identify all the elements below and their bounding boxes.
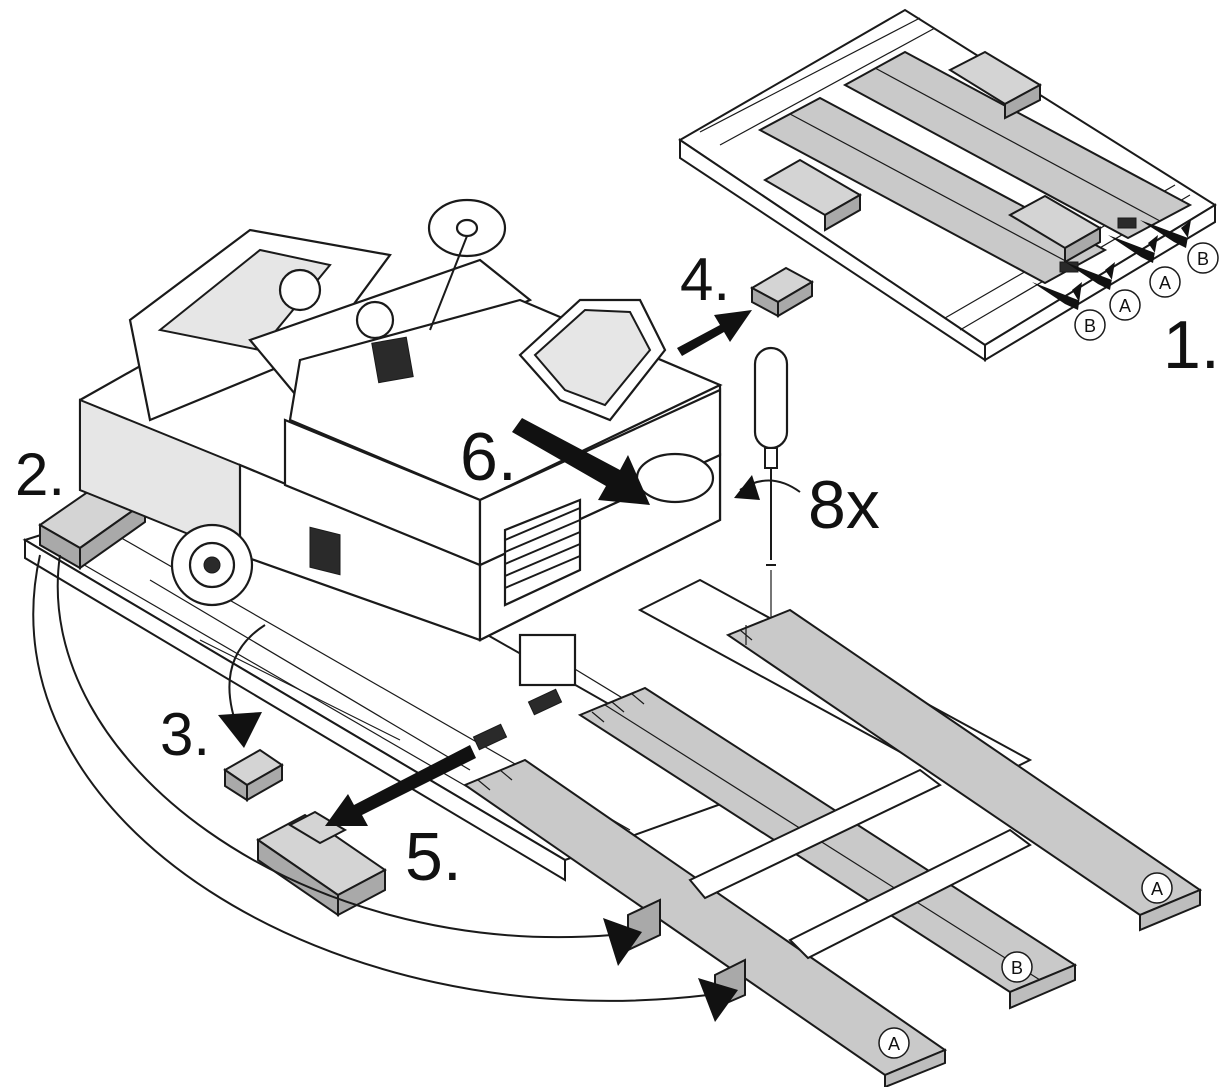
step-6-label: 6. <box>460 419 517 495</box>
block-step-4 <box>749 266 815 318</box>
screwdriver-icon <box>753 346 789 620</box>
step-6-arrow <box>512 418 650 505</box>
pull-arrows <box>1032 220 1191 310</box>
fuel-cap-icon <box>278 268 322 312</box>
gauge-icon <box>355 300 395 340</box>
block-step-3 <box>223 748 284 802</box>
badge-label: B <box>1084 316 1096 336</box>
badge-label: A <box>1159 273 1171 293</box>
brand-logo-icon <box>635 452 715 504</box>
badge-label: A <box>1119 296 1131 316</box>
repeat-count: 8x <box>808 467 880 543</box>
step-3-arrow <box>218 624 266 748</box>
badge-plank-a-right: A <box>1141 872 1173 904</box>
badge-label: B <box>1197 249 1209 269</box>
step-2-label: 2. <box>15 441 65 508</box>
badge-top-b-right: B <box>1187 242 1219 274</box>
step-3-label: 3. <box>160 701 210 768</box>
badge-top-a-right: A <box>1149 266 1181 298</box>
badge-plank-b: B <box>1001 951 1033 983</box>
badge-label: A <box>1151 879 1163 899</box>
badge-top-b-left: B <box>1074 309 1106 341</box>
badge-plank-a-left: A <box>878 1027 910 1059</box>
step-4-arrow <box>677 310 752 356</box>
rotate-arrow-icon <box>734 475 801 500</box>
step-5-label: 5. <box>405 819 462 895</box>
vent-grille <box>503 498 582 607</box>
step-5-arrow <box>325 688 563 826</box>
curved-arrows <box>32 554 738 1022</box>
pallet-top <box>678 8 1217 362</box>
badge-label: A <box>888 1034 900 1054</box>
step-1-label: 1. <box>1163 307 1220 383</box>
badge-top-a-left: A <box>1109 289 1141 321</box>
step-4-label: 4. <box>680 246 730 313</box>
cross-beams <box>627 768 1032 1010</box>
block-step-5 <box>256 810 387 917</box>
ramp-plank-a-right <box>725 608 1203 932</box>
badge-label: B <box>1011 958 1023 978</box>
